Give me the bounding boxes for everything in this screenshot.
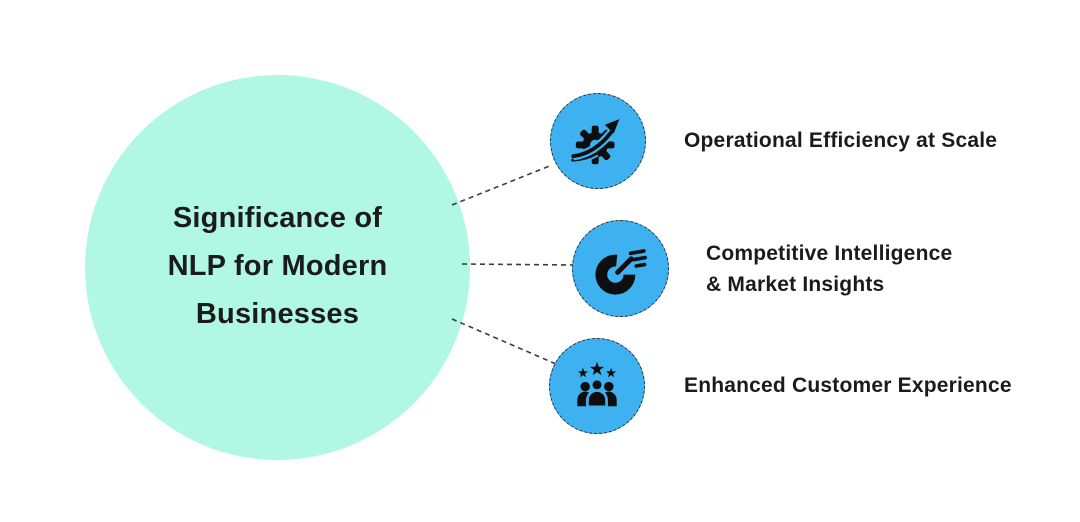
node-label-line: & Market Insights [706,272,885,296]
main-title-line: Significance of [172,202,383,234]
customer-group-stars-icon [577,361,617,409]
node-label-line: Operational Efficiency at Scale [684,129,998,152]
connector-line-middle [461,263,574,266]
node-operational-efficiency [550,93,646,189]
main-topic-title: Significance of NLP for Modern Businesse… [85,194,470,338]
main-title-line: NLP for Modern [167,250,388,282]
main-topic-circle [85,75,470,460]
node-label-competitive-intelligence: Competitive Intelligence & Market Insigh… [706,220,952,317]
node-label-enhanced-customer-experience: Enhanced Customer Experience [684,338,1012,434]
node-label-line: Enhanced Customer Experience [684,374,1012,397]
node-competitive-intelligence [572,220,669,317]
gear-growth-arrow-icon [571,119,620,165]
main-title-line: Businesses [195,298,360,330]
node-label-line: Competitive Intelligence [706,241,953,265]
donut-chart-pencil-icon [594,248,647,295]
node-enhanced-customer-experience [549,338,645,434]
node-label-operational-efficiency: Operational Efficiency at Scale [684,93,997,189]
